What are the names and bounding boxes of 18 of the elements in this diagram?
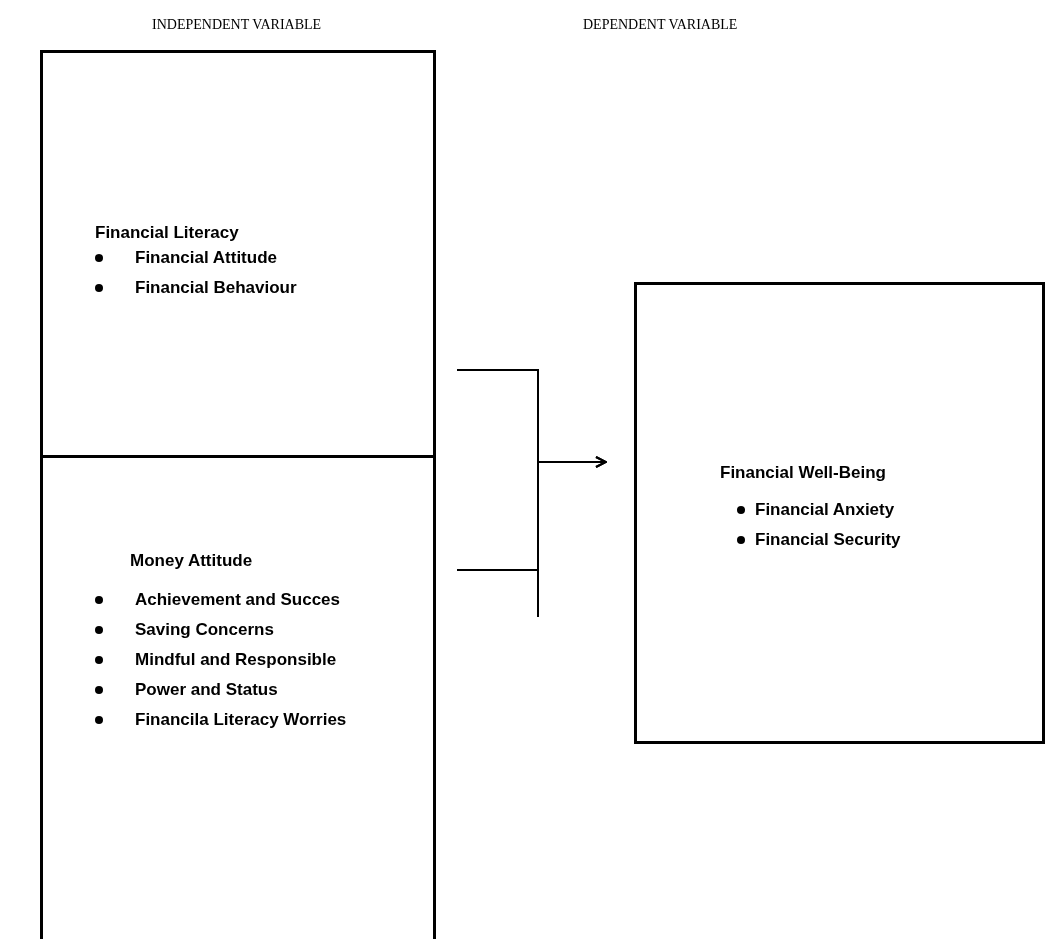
bullet-item: Financial Anxiety xyxy=(755,499,896,521)
arrow xyxy=(456,456,607,571)
column-heading: INDEPENDENT VARIABLE xyxy=(152,17,322,33)
bullet-item: Mindful and Responsible xyxy=(135,649,338,671)
bullet-item: Financial Behaviour xyxy=(135,277,298,299)
variable-box xyxy=(40,50,436,458)
variable-box xyxy=(40,455,436,939)
variable-box xyxy=(634,282,1045,744)
box-heading: Financial Literacy xyxy=(95,223,239,243)
column-heading: DEPENDENT VARIABLE xyxy=(583,17,738,33)
bullet-item: Achievement and Succes xyxy=(135,589,342,611)
bullet-item: Financial Security xyxy=(755,529,902,551)
box-heading: Financial Well-Being xyxy=(720,463,886,483)
bullet-item: Saving Concerns xyxy=(135,619,275,641)
box-heading: Money Attitude xyxy=(130,551,253,571)
bullet-item: Financila Literacy Worries xyxy=(135,709,348,731)
bullet-item: Financial Attitude xyxy=(135,247,278,269)
bullet-item: Power and Status xyxy=(135,679,279,701)
